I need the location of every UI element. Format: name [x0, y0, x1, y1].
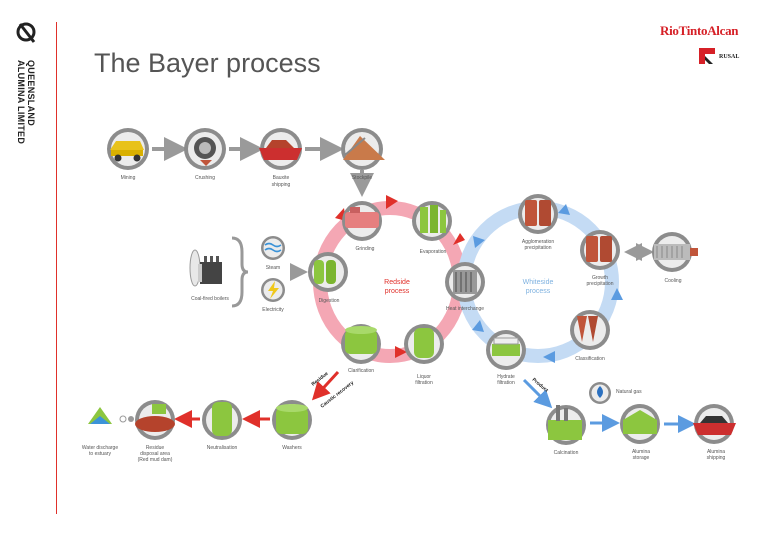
- label-water-discharge-2: to estuary: [89, 451, 111, 457]
- label-washers: Washers: [282, 445, 302, 451]
- inputs-bracket: [231, 236, 249, 308]
- label-electricity: Electricity: [262, 307, 284, 313]
- label-steam: Steam: [266, 265, 280, 271]
- label-alumina-shipping-1: Alumina: [707, 449, 725, 455]
- label-clarification: Clarification: [348, 368, 374, 374]
- label-classification: Classification: [575, 356, 605, 362]
- label-growth-1: Growth: [592, 275, 608, 281]
- label-natural-gas: Natural gas: [616, 389, 642, 395]
- node-grinding: [342, 201, 382, 241]
- queensland-alumina-logo: QUEENSLAND ALUMINA LIMITED: [14, 20, 44, 170]
- label-digestion: Digestion: [319, 298, 340, 304]
- label-evaporation: Evaporation: [420, 249, 447, 255]
- riotinto-alcan-logo: RioTintoAlcan: [660, 23, 739, 38]
- rusal-logo: RUSAL: [719, 54, 740, 60]
- node-calcination: [546, 405, 586, 445]
- node-steam: [261, 236, 285, 260]
- node-washers: [272, 400, 312, 440]
- label-water-discharge-1: Water discharge: [82, 445, 118, 451]
- label-liquor-filtration-2: filtration: [415, 380, 433, 386]
- label-growth-2: precipitation: [587, 281, 614, 287]
- org-name-vertical: QUEENSLAND ALUMINA LIMITED: [16, 60, 36, 145]
- node-agglomeration-precipitation: [518, 194, 558, 234]
- label-alumina-storage-2: storage: [633, 455, 650, 461]
- label-crushing: Crushing: [195, 175, 215, 181]
- redside-label-2: process: [385, 288, 410, 295]
- node-clarification: [341, 324, 381, 364]
- label-residue-3: (Red mud dam): [138, 457, 173, 463]
- node-cooling: [652, 232, 698, 272]
- left-divider: [56, 22, 57, 514]
- label-hydrate-filtration-2: filtration: [497, 380, 515, 386]
- label-coal-fired-boilers: Coal-fired boilers: [191, 296, 229, 302]
- node-residue-disposal: [135, 400, 175, 440]
- node-coal-fired-boilers: [189, 249, 222, 287]
- label-residue-2: disposal area: [140, 451, 170, 457]
- node-water-discharge: [88, 407, 134, 424]
- node-hydrate-filtration: [486, 330, 526, 370]
- label-neutralisation: Neutralisation: [207, 445, 238, 451]
- node-alumina-storage: [620, 404, 660, 444]
- node-growth-precipitation: [580, 230, 620, 270]
- node-neutralisation: [202, 400, 242, 440]
- label-stockpile: Stockpile: [352, 175, 373, 181]
- node-mining: [107, 128, 149, 170]
- label-alumina-shipping-2: shipping: [707, 455, 726, 461]
- redside-label-1: Redside: [384, 279, 410, 286]
- whiteside-label-1: Whiteside: [523, 279, 554, 286]
- label-hydrate-filtration-1: Hydrate: [497, 374, 515, 380]
- node-bauxite-shipping: [259, 128, 302, 170]
- node-electricity: [261, 278, 285, 302]
- label-grinding: Grinding: [356, 246, 375, 252]
- node-crushing: [184, 128, 226, 170]
- node-stockpile: [341, 128, 385, 170]
- label-liquor-filtration-1: Liquor: [417, 374, 431, 380]
- node-alumina-shipping: [693, 404, 736, 444]
- label-agglomeration-1: Agglomeration: [522, 239, 554, 245]
- rusal-emblem-icon: [699, 48, 715, 64]
- label-residue-1: Residue: [146, 445, 165, 451]
- node-classification: [570, 310, 610, 350]
- label-cooling: Cooling: [665, 278, 682, 284]
- label-bauxite-shipping-1: Bauxite: [273, 175, 290, 181]
- label-alumina-storage-1: Alumina: [632, 449, 650, 455]
- label-mining: Mining: [121, 175, 136, 181]
- node-natural-gas: [589, 382, 611, 404]
- label-bauxite-shipping-2: shipping: [272, 182, 291, 188]
- label-calcination: Calcination: [554, 450, 579, 456]
- qal-emblem-icon: [16, 22, 36, 43]
- whiteside-flow-arrows: [472, 204, 623, 363]
- node-heat-interchange: [445, 262, 485, 302]
- node-liquor-filtration: [404, 324, 444, 364]
- node-evaporation: [412, 201, 452, 241]
- label-heat-interchange: Heat interchange: [446, 306, 484, 312]
- node-digestion: [308, 252, 348, 292]
- label-agglomeration-2: precipitation: [525, 245, 552, 251]
- whiteside-label-2: process: [526, 288, 551, 295]
- page-title: The Bayer process: [94, 48, 321, 78]
